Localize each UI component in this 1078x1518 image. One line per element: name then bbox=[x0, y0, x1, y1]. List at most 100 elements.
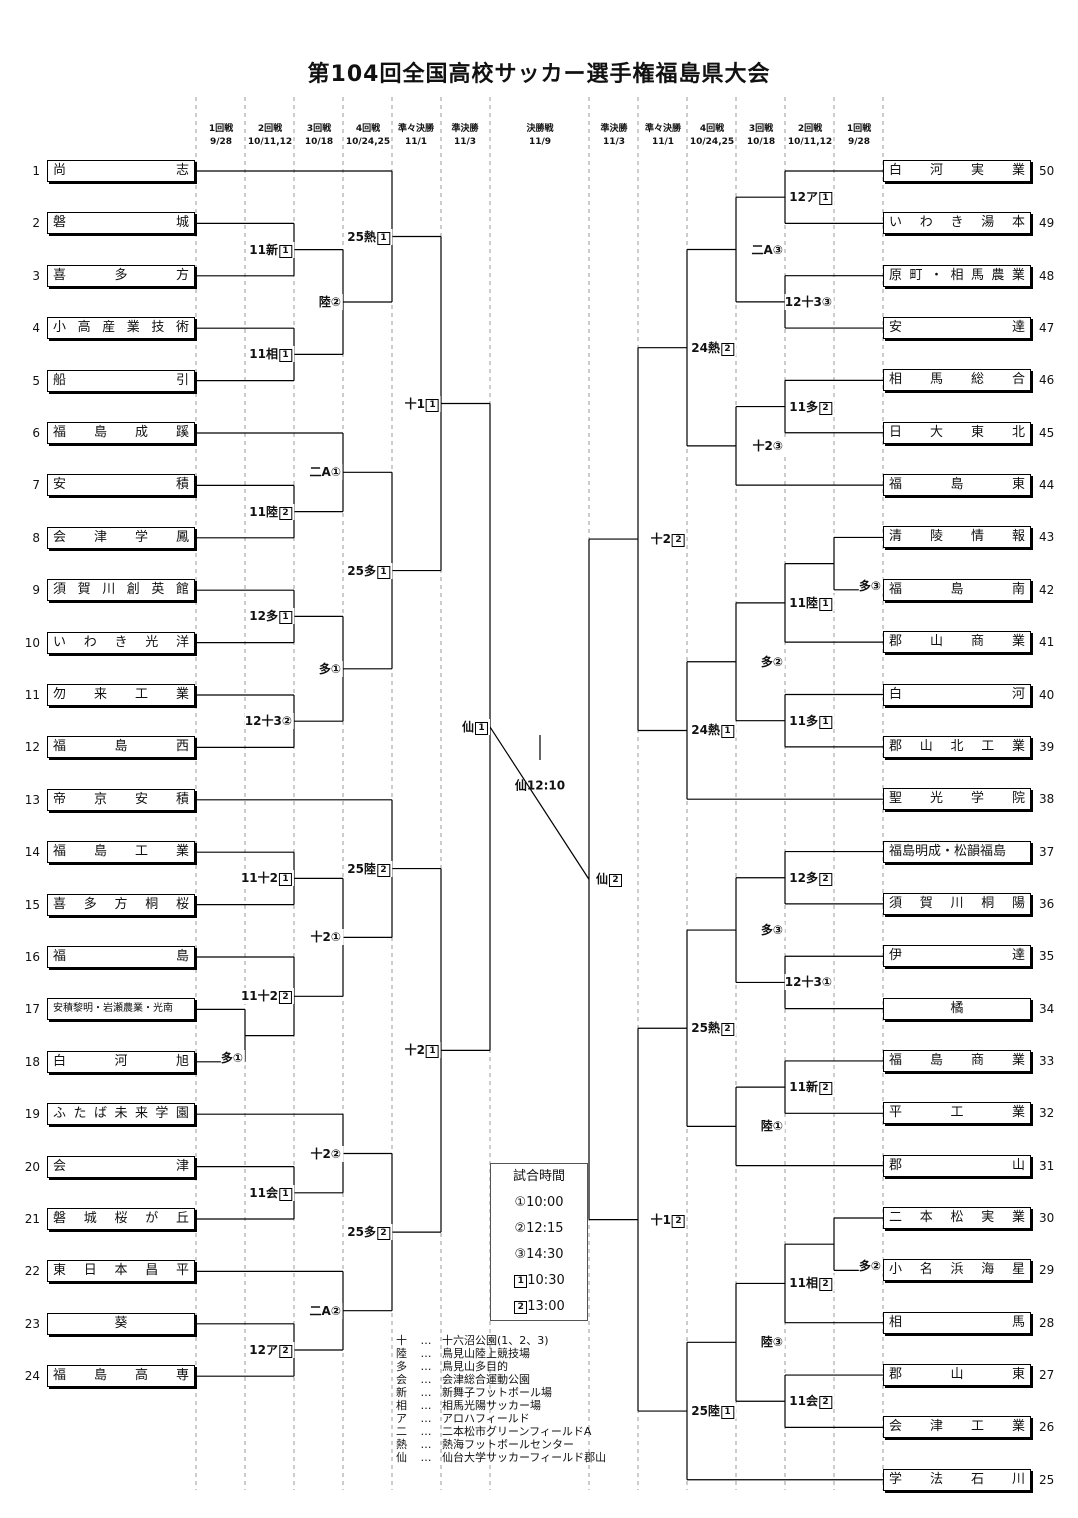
team-name-char: 多 bbox=[114, 267, 128, 283]
team-name-char: 福 bbox=[53, 425, 67, 440]
round-date: 10/11,12 bbox=[247, 137, 293, 147]
team-seed: 30 bbox=[1039, 1211, 1055, 1225]
team-seed: 13 bbox=[24, 792, 40, 807]
match-label: 多① bbox=[318, 660, 343, 677]
team-name-char: 京 bbox=[93, 791, 107, 807]
round-date: 9/28 bbox=[847, 137, 871, 147]
team-name-char: 安 bbox=[53, 477, 67, 493]
round-date: 11/1 bbox=[404, 137, 428, 147]
team-name-char: 工 bbox=[950, 1105, 964, 1121]
match-code: 2 bbox=[279, 506, 292, 520]
legend-key: 仙 bbox=[396, 1451, 407, 1464]
round-date: 11/3 bbox=[453, 137, 477, 147]
match-venue: 十1 bbox=[404, 396, 425, 411]
team-name-char: 湯 bbox=[981, 215, 995, 231]
team-name-char: わ bbox=[83, 634, 97, 650]
round-name: 2回戦 bbox=[257, 124, 283, 134]
team-name-char: 郡 bbox=[889, 634, 903, 650]
team-name-char: 松 bbox=[950, 1210, 964, 1225]
team-box: 福島商業福島商業 bbox=[883, 1049, 1031, 1072]
team-seed: 11 bbox=[24, 688, 40, 702]
legend-key: 熱 bbox=[396, 1438, 407, 1451]
team-name-char: 実 bbox=[970, 163, 984, 178]
team-seed: 18 bbox=[24, 1054, 40, 1069]
round-name: 準々決勝 bbox=[644, 124, 681, 134]
legend-row: 陸…鳥見山陸上競技場 bbox=[396, 1347, 606, 1360]
team-name-char: 院 bbox=[1011, 791, 1025, 807]
round-name: 3回戦 bbox=[748, 124, 774, 134]
team-name-char: 東 bbox=[1011, 1367, 1025, 1383]
match-label: 二A③ bbox=[751, 241, 785, 258]
team-seed: 14 bbox=[24, 845, 40, 860]
match-venue: 25多 bbox=[347, 563, 376, 578]
team-name-char: 河 bbox=[929, 163, 943, 178]
schedule-row: ②12:15 bbox=[514, 1221, 564, 1236]
team-name-char: 蹊 bbox=[175, 425, 189, 440]
team-name-char: 船 bbox=[53, 372, 67, 388]
team-name-char: 桜 bbox=[114, 1211, 128, 1226]
match-code: 2 bbox=[377, 1227, 390, 1241]
team-box: 伊達伊達 bbox=[883, 945, 1031, 968]
team-name-char: 会 bbox=[889, 1419, 903, 1435]
legend-row: 会…会津総合運動公園 bbox=[396, 1373, 606, 1386]
team-seed: 33 bbox=[1039, 1053, 1055, 1068]
match-venue: 十2 bbox=[650, 532, 671, 547]
match-code: 1 bbox=[475, 721, 488, 735]
team-name-char: 喜 bbox=[53, 896, 67, 912]
team-box: 安積安積 bbox=[47, 474, 195, 497]
match-venue: 仙 bbox=[461, 719, 474, 734]
team-name-char: 東 bbox=[1011, 477, 1025, 493]
team-seed: 46 bbox=[1039, 373, 1055, 388]
team-name-char: 本 bbox=[1011, 215, 1025, 231]
team-name-char: 業 bbox=[1011, 1419, 1025, 1435]
round-name: 4回戦 bbox=[699, 124, 725, 134]
team-seed: 43 bbox=[1039, 530, 1055, 545]
legend-desc: 熱海フットボールセンター bbox=[442, 1438, 574, 1451]
team-seed: 32 bbox=[1039, 1106, 1055, 1121]
team-box: 帝京安積帝京安積 bbox=[47, 788, 195, 811]
match-venue: 十2③ bbox=[752, 438, 783, 453]
team-box: 安積黎明・岩瀬農業・光南 bbox=[47, 998, 195, 1021]
team-name-char: 川 bbox=[102, 582, 116, 598]
team-name-char: 郡 bbox=[889, 1157, 903, 1173]
team-name-char: 来 bbox=[93, 687, 107, 702]
round-name: 準決勝 bbox=[451, 124, 479, 134]
match-code: 2 bbox=[721, 342, 734, 356]
team-name-char: 相 bbox=[889, 372, 903, 388]
team-name-char: 町 bbox=[909, 267, 923, 283]
team-name-char: 業 bbox=[1011, 1105, 1025, 1121]
team-name-char: 石 bbox=[970, 1471, 984, 1487]
team-box: 磐城桜が丘磐城桜が丘 bbox=[47, 1208, 195, 1230]
team-seed: 39 bbox=[1039, 739, 1055, 754]
match-code: 2 bbox=[672, 534, 685, 548]
team-box: いわき光洋いわき光洋 bbox=[47, 631, 195, 654]
team-name-char: 高 bbox=[77, 320, 91, 336]
team-box: 福島福島 bbox=[47, 946, 195, 968]
match-venue: 25熱 bbox=[347, 229, 376, 244]
legend-row: 熱…熱海フットボールセンター bbox=[396, 1438, 606, 1451]
match-venue: 11相 bbox=[249, 347, 278, 362]
match-venue: 陸② bbox=[318, 295, 341, 309]
team-seed: 38 bbox=[1039, 792, 1055, 807]
team-seed: 5 bbox=[32, 373, 40, 388]
team-name-char: 会 bbox=[53, 529, 67, 545]
team-name-char: 島 bbox=[950, 581, 964, 597]
team-seed: 37 bbox=[1039, 844, 1055, 859]
team-name-char: 北 bbox=[1011, 424, 1025, 440]
team-box: 相馬総合相馬総合 bbox=[883, 369, 1031, 392]
team-name-char: 方 bbox=[175, 267, 189, 283]
team-name-char: 業 bbox=[175, 844, 189, 860]
match-code: 2 bbox=[377, 863, 390, 877]
